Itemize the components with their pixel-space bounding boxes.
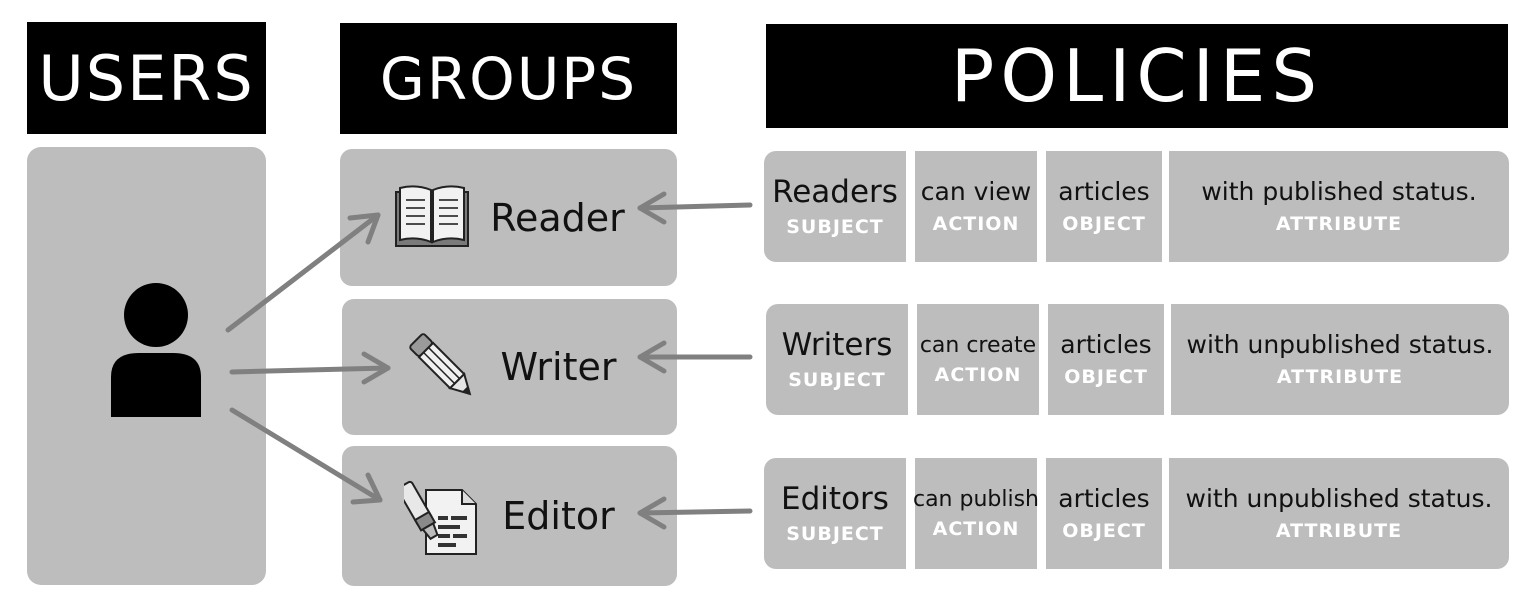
group-label-writer: Writer (500, 345, 617, 389)
policy-subject: Editors (781, 480, 889, 517)
policy-attribute: with unpublished status. (1185, 484, 1493, 514)
group-label-reader: Reader (490, 195, 625, 240)
policy-object-tag: OBJECT (1062, 212, 1146, 235)
policy-action-cell: can create ACTION (917, 304, 1039, 415)
policy-object-tag: OBJECT (1064, 365, 1148, 388)
policy-object-tag: OBJECT (1062, 519, 1146, 542)
policy-subject: Writers (781, 326, 893, 363)
policy-subject-cell: Readers SUBJECT (764, 151, 906, 262)
policy-action-tag: ACTION (932, 212, 1020, 235)
open-book-icon (395, 184, 470, 247)
policy-attribute-tag: ATTRIBUTE (1275, 212, 1403, 235)
policy-action-tag: ACTION (934, 364, 1022, 387)
users-header: USERS (27, 22, 266, 134)
policy-subject-tag: SUBJECT (786, 216, 884, 239)
policy-object-cell: articles OBJECT (1046, 458, 1162, 569)
policy-attribute-cell: with published status. ATTRIBUTE (1169, 151, 1509, 262)
group-editor: Editor (342, 446, 677, 586)
policy-attribute-tag: ATTRIBUTE (1276, 365, 1404, 388)
policy-action-cell: can publish ACTION (912, 458, 1040, 569)
pencil-icon (408, 333, 471, 396)
policy-object: articles (1058, 177, 1150, 207)
policy-action-tag: ACTION (932, 518, 1020, 541)
policy-row-writers: Writers SUBJECT can create ACTION articl… (764, 304, 1509, 415)
policy-attribute: with published status. (1201, 177, 1477, 207)
policy-row-readers: Readers SUBJECT can view ACTION articles… (764, 151, 1509, 262)
policy-attribute: with unpublished status. (1186, 330, 1494, 360)
person-icon (111, 283, 201, 417)
policy-object: articles (1060, 330, 1152, 360)
groups-header: GROUPS (340, 23, 677, 134)
policies-header: POLICIES (766, 24, 1508, 128)
group-label-editor: Editor (502, 494, 615, 538)
group-writer: Writer (342, 299, 677, 435)
policy-subject-cell: Editors SUBJECT (764, 458, 906, 569)
highlighter-document-icon (404, 480, 478, 555)
policy-action: can create (919, 332, 1037, 358)
policy-action: can view (920, 177, 1032, 207)
policy-attribute-cell: with unpublished status. ATTRIBUTE (1171, 304, 1509, 415)
policy-attribute-tag: ATTRIBUTE (1275, 519, 1403, 542)
policy-action: can publish (912, 486, 1040, 512)
policy-row-editors: Editors SUBJECT can publish ACTION artic… (764, 458, 1509, 569)
policy-subject-cell: Writers SUBJECT (766, 304, 908, 415)
policy-action-cell: can view ACTION (915, 151, 1037, 262)
policy-object: articles (1058, 484, 1150, 514)
policy-object-cell: articles OBJECT (1046, 151, 1162, 262)
policy-subject-tag: SUBJECT (788, 369, 886, 392)
policy-object-cell: articles OBJECT (1048, 304, 1164, 415)
policy-attribute-cell: with unpublished status. ATTRIBUTE (1169, 458, 1509, 569)
group-reader: Reader (340, 149, 677, 286)
policy-subject: Readers (772, 173, 898, 210)
users-panel (27, 147, 266, 585)
policy-subject-tag: SUBJECT (786, 523, 884, 546)
